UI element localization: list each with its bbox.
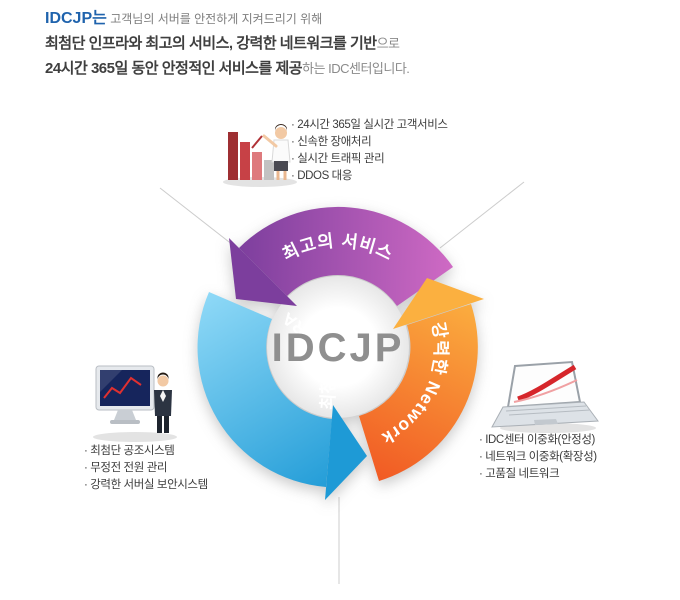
diagram-center-brand: IDCJP — [272, 326, 405, 370]
service-callout-item: · 24시간 365일 실시간 고객서비스 — [291, 119, 448, 131]
network-arc — [359, 304, 478, 481]
network-callout-item: · 고품질 네트워크 — [479, 468, 560, 480]
intro-line-3-rest: 하는 IDC센터입니다. — [302, 61, 410, 77]
infra-arrowhead-icon — [325, 405, 367, 500]
service-callout-item: · 실시간 트래픽 관리 — [291, 153, 385, 165]
infra-callout-item: · 강력한 서버실 보안시스템 — [84, 479, 208, 491]
infra-callout-item: · 최첨단 공조시스템 — [84, 445, 175, 457]
service-arc — [239, 206, 453, 306]
intro-line-2: 최첨단 인프라와 최고의 서비스, 강력한 네트워크를 기반으로 — [45, 33, 409, 55]
infra-monitor-illustration — [93, 365, 177, 442]
intro-line-3-strong: 24시간 365일 동안 안정적인 서비스를 제공 — [45, 60, 303, 78]
ring-center-disc — [267, 276, 409, 418]
network-arrowhead-icon — [393, 278, 484, 329]
network-callout: · IDC센터 이중화(안정성) · 네트워크 이중화(확장성) · 고품질 네… — [479, 432, 597, 483]
infra-callout: · 최첨단 공조시스템 · 무정전 전원 관리 · 강력한 서버실 보안시스템 — [84, 443, 208, 494]
intro-line-3: 24시간 365일 동안 안정적인 서비스를 제공하는 IDC센터입니다. — [45, 58, 410, 80]
network-laptop-illustration — [491, 360, 599, 433]
service-callout-item: · DDOS 대응 — [291, 170, 353, 182]
customer-service-illustration — [223, 124, 297, 187]
infra-callout-item: · 무정전 전원 관리 — [84, 462, 168, 474]
service-callout-item: · 신속한 장애처리 — [291, 136, 372, 148]
service-callout: · 24시간 365일 실시간 고객서비스 · 신속한 장애처리 · 실시간 트… — [291, 117, 448, 185]
network-callout-item: · IDC센터 이중화(안정성) — [479, 434, 595, 446]
infra-arc — [197, 292, 332, 487]
network-callout-item: · 네트워크 이중화(확장성) — [479, 451, 597, 463]
cycle-ring: 최고의 서비스 강력한 Network 최첨단 INFRA IDCJP — [197, 206, 484, 500]
intro-line-1: IDCJP는 고객님의 서버를 안전하게 지켜드리기 위해 — [45, 8, 409, 30]
brand-name: IDCJP는 — [45, 10, 107, 27]
intro-line-2-rest: 으로 — [376, 36, 400, 52]
intro-line-1-rest: 고객님의 서버를 안전하게 지켜드리기 위해 — [106, 12, 323, 26]
service-arrowhead-icon — [229, 238, 297, 306]
divider-line-right — [439, 181, 525, 249]
intro-text: IDCJP는 고객님의 서버를 안전하게 지켜드리기 위해 최첨단 인프라와 최… — [45, 8, 410, 83]
intro-line-2-strong: 최첨단 인프라와 최고의 서비스, 강력한 네트워크를 기반 — [45, 35, 377, 53]
